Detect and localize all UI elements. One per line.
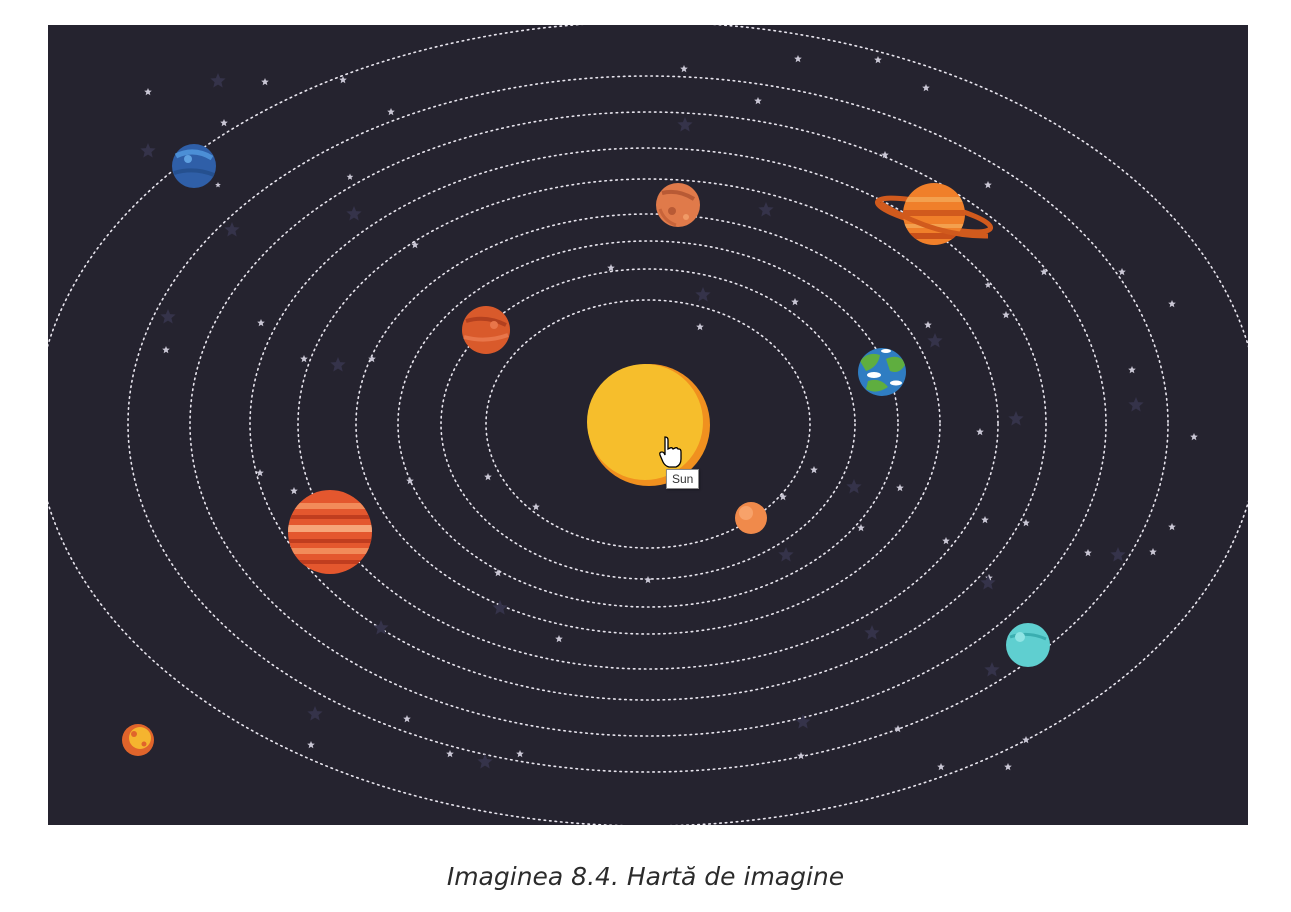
star xyxy=(680,65,688,73)
star-field xyxy=(140,55,1198,771)
solar-system-image-map xyxy=(48,25,1248,825)
star xyxy=(607,264,615,272)
solar-system-illustration xyxy=(48,25,1248,825)
star xyxy=(791,298,799,306)
faint-star xyxy=(160,309,176,324)
mercury-icon[interactable] xyxy=(735,502,767,534)
star xyxy=(484,473,492,481)
faint-star xyxy=(927,333,943,348)
faint-star xyxy=(695,287,711,302)
faint-star xyxy=(477,754,493,769)
star xyxy=(406,477,414,485)
faint-star xyxy=(1128,397,1144,412)
star xyxy=(1022,736,1030,744)
faint-star xyxy=(864,625,880,640)
sun-tooltip: Sun xyxy=(666,469,700,489)
star xyxy=(981,516,989,524)
star xyxy=(403,715,411,723)
star xyxy=(881,151,889,159)
star xyxy=(411,241,419,249)
star xyxy=(937,763,945,771)
neptune-icon[interactable] xyxy=(172,144,216,188)
hand-cursor-icon xyxy=(659,436,682,468)
star xyxy=(290,487,298,495)
faint-star xyxy=(140,143,156,158)
star xyxy=(1168,300,1176,308)
faint-star xyxy=(984,662,1000,677)
star xyxy=(696,323,704,331)
figure-caption: Imaginea 8.4. Hartă de imagine xyxy=(446,862,845,891)
star xyxy=(942,537,950,545)
faint-star xyxy=(346,206,362,221)
star xyxy=(1002,311,1010,319)
star xyxy=(857,524,865,532)
faint-star xyxy=(846,479,862,494)
faint-star xyxy=(492,600,508,615)
star xyxy=(754,97,762,105)
faint-star xyxy=(330,357,346,372)
star xyxy=(300,355,308,363)
faint-star xyxy=(210,73,226,88)
star xyxy=(555,635,563,643)
star xyxy=(220,119,228,127)
star xyxy=(1118,268,1126,276)
star xyxy=(797,752,805,760)
star xyxy=(1004,763,1012,771)
faint-star xyxy=(1008,411,1024,426)
star xyxy=(162,346,170,354)
star xyxy=(1022,519,1030,527)
star xyxy=(1128,366,1136,374)
faint-star xyxy=(795,714,811,729)
star xyxy=(984,281,992,288)
faint-star xyxy=(1110,547,1126,562)
star xyxy=(1040,268,1048,276)
jupiter-icon[interactable] xyxy=(284,490,376,574)
star xyxy=(1168,523,1176,531)
mars-icon[interactable] xyxy=(656,183,700,227)
star xyxy=(368,355,376,363)
faint-star xyxy=(307,706,323,721)
star xyxy=(794,55,802,63)
faint-star xyxy=(758,202,774,217)
star xyxy=(516,750,524,758)
venus-icon[interactable] xyxy=(462,306,510,354)
star xyxy=(144,88,152,96)
faint-star xyxy=(677,117,693,132)
star xyxy=(1190,433,1198,441)
star xyxy=(339,76,347,84)
star xyxy=(307,741,315,749)
faint-star xyxy=(373,620,389,635)
pluto-icon[interactable] xyxy=(122,724,154,756)
star xyxy=(922,84,930,92)
star xyxy=(896,484,904,492)
faint-star xyxy=(980,575,996,590)
star xyxy=(346,173,354,180)
star xyxy=(257,319,265,327)
star xyxy=(387,108,395,116)
star xyxy=(446,750,454,758)
star xyxy=(984,181,992,189)
star xyxy=(874,56,882,64)
star xyxy=(779,493,787,501)
faint-star xyxy=(778,547,794,562)
star xyxy=(256,469,264,477)
star xyxy=(494,569,502,577)
star xyxy=(810,466,818,474)
star xyxy=(532,503,540,511)
earth-icon[interactable] xyxy=(858,348,906,396)
star xyxy=(261,78,269,86)
star xyxy=(215,182,221,188)
sun-icon[interactable] xyxy=(587,364,710,486)
star xyxy=(1084,549,1092,557)
faint-star xyxy=(224,222,240,237)
star xyxy=(976,428,984,436)
star xyxy=(644,576,652,584)
uranus-icon[interactable] xyxy=(1006,623,1050,667)
star xyxy=(924,321,932,329)
saturn-icon[interactable] xyxy=(874,183,994,245)
star xyxy=(1149,548,1157,556)
star xyxy=(894,725,902,733)
